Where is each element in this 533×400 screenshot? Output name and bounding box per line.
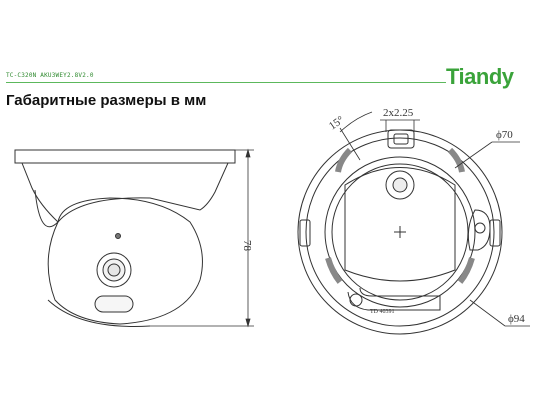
angle-label: 15° — [327, 114, 347, 133]
inner-diameter-leader — [454, 141, 520, 169]
holes-label: 2x2.25 — [383, 107, 414, 119]
hub — [385, 170, 415, 200]
inner-diameter-label: ϕ70 — [496, 129, 513, 141]
angle-annotation — [339, 111, 373, 161]
model-number: TC-C320N AKU3WEY2.8V2.0 — [6, 72, 94, 79]
base-plate — [14, 149, 236, 164]
height-dimension — [150, 148, 254, 328]
label-plate — [347, 287, 441, 311]
outer-diameter-label: ϕ94 — [508, 313, 525, 325]
label-text: TD 40391 — [370, 309, 395, 315]
holes-leader — [380, 119, 420, 132]
visor-edge — [34, 189, 59, 228]
inner-circle — [324, 156, 476, 308]
brand-logo: Tiandy — [446, 64, 514, 89]
center-plate — [344, 167, 456, 282]
height-label: 78 — [241, 240, 253, 252]
sensor-dot — [115, 233, 121, 239]
header-divider — [6, 82, 446, 83]
ir-window — [94, 295, 134, 313]
outer-diameter-leader — [469, 299, 530, 327]
keyhole-slot — [467, 209, 491, 251]
camera-ball — [47, 197, 203, 325]
page-title: Габаритные размеры в мм — [6, 92, 207, 109]
dome-shell — [21, 162, 229, 223]
plan-view-drawing — [297, 129, 503, 335]
side-view-drawing — [14, 149, 236, 327]
lens-outer — [96, 252, 132, 288]
